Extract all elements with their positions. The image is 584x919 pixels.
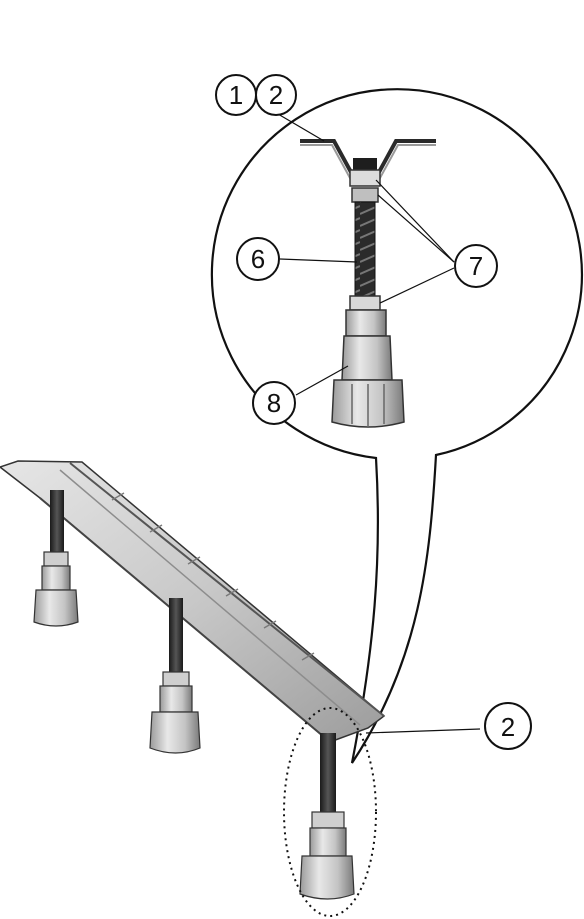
foot-middle: [149, 598, 201, 754]
callout-2-top: 2: [255, 74, 297, 116]
callout-7: 7: [454, 244, 498, 288]
callout-1: 1: [215, 74, 257, 116]
svg-text:6: 6: [251, 244, 265, 274]
callout-6: 6: [236, 237, 280, 281]
rail-assembly: [0, 460, 386, 900]
svg-text:7: 7: [469, 251, 483, 281]
threaded-rod: [354, 201, 376, 299]
detail-assembly: [277, 113, 455, 428]
top-nut: [353, 158, 377, 170]
foot-left: [33, 490, 79, 627]
svg-text:1: 1: [229, 80, 243, 110]
foot-body: [345, 309, 387, 337]
highlight-ellipse: [283, 707, 377, 917]
callout-2-bottom: 2: [484, 702, 532, 750]
lower-nut: [349, 295, 381, 311]
svg-text:2: 2: [501, 712, 515, 742]
callout-8: 8: [252, 381, 296, 425]
foot-front: [299, 733, 355, 900]
svg-text:2: 2: [269, 80, 283, 110]
svg-text:8: 8: [267, 388, 281, 418]
